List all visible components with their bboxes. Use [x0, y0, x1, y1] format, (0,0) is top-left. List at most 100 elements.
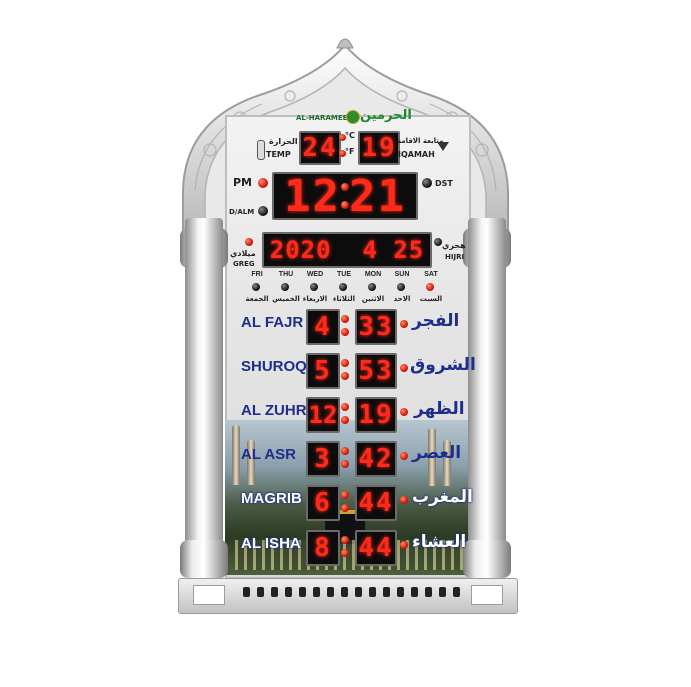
control-button[interactable]	[355, 587, 362, 597]
prayer-colon-dot	[341, 328, 349, 336]
prayer-name-arabic: الشروق	[410, 355, 476, 375]
control-button[interactable]	[439, 587, 446, 597]
control-button[interactable]	[453, 587, 460, 597]
prayer-alarm-indicator	[400, 452, 408, 460]
prayer-colon-dot	[341, 460, 349, 468]
base-slot-left	[193, 585, 225, 605]
control-button[interactable]	[299, 587, 306, 597]
prayer-colon-dot	[341, 504, 349, 512]
day-arabic-fri: الجمعة	[245, 295, 269, 303]
hourglass-icon	[437, 142, 449, 151]
prayer-colon-dot	[341, 359, 349, 367]
prayer-colon-dot	[341, 549, 349, 557]
prayer-minute: 44	[355, 485, 397, 521]
pillar-base-right	[463, 540, 511, 578]
fahrenheit-indicator	[339, 150, 346, 157]
minaret	[443, 440, 451, 486]
prayer-name: MAGRIB	[241, 490, 302, 507]
control-button[interactable]	[397, 587, 404, 597]
prayer-name-arabic: المغرب	[412, 487, 473, 507]
prayer-minute: 33	[355, 309, 397, 345]
pm-indicator	[258, 178, 268, 188]
colon-dot	[341, 201, 349, 209]
greg-indicator	[245, 238, 253, 246]
prayer-hour: 5	[306, 353, 340, 389]
prayer-minute: 44	[355, 530, 397, 566]
day-indicator-sat	[426, 283, 434, 291]
prayer-name-arabic: العشاء	[412, 532, 467, 552]
control-button[interactable]	[271, 587, 278, 597]
pillar-right	[468, 218, 506, 578]
iqamah-label-arabic: متابعة الاقامة	[397, 137, 444, 145]
celsius-indicator	[339, 134, 346, 141]
dst-label: DST	[435, 179, 453, 188]
day-indicator-sun	[397, 283, 405, 291]
day-arabic-mon: الاثنين	[361, 295, 385, 303]
prayer-alarm-indicator	[400, 364, 408, 372]
prayer-colon-dot	[341, 416, 349, 424]
prayer-hour: 8	[306, 530, 340, 566]
time-colon	[341, 183, 349, 209]
day-arabic-sun: الاحد	[393, 295, 411, 303]
day-indicator-tue	[339, 283, 347, 291]
prayer-alarm-indicator	[400, 320, 408, 328]
brand-arabic: الحرمين	[360, 108, 412, 123]
base-slot-right	[471, 585, 503, 605]
temperature-label: TEMP	[266, 150, 291, 159]
hijri-indicator	[434, 238, 442, 246]
control-button[interactable]	[369, 587, 376, 597]
day-indicator-wed	[310, 283, 318, 291]
prayer-name: AL FAJR	[241, 314, 304, 331]
control-button[interactable]	[341, 587, 348, 597]
day-arabic-wed: الاربعاء	[302, 295, 328, 303]
brand-logo-icon	[346, 110, 360, 124]
control-button[interactable]	[285, 587, 292, 597]
control-button[interactable]	[383, 587, 390, 597]
prayer-name: AL ASR	[241, 446, 297, 463]
thermometer-icon	[257, 140, 265, 160]
dalm-indicator	[258, 206, 268, 216]
iqamah-label: IQAMAH	[398, 150, 435, 159]
day-label-sun: SUN	[394, 271, 410, 278]
prayer-colon-dot	[341, 491, 349, 499]
greg-label-arabic: ميلادي	[230, 249, 256, 258]
prayer-hour: 12	[306, 397, 340, 433]
control-button[interactable]	[313, 587, 320, 597]
minaret	[428, 428, 436, 486]
prayer-colon-dot	[341, 403, 349, 411]
prayer-name: AL ISHA	[241, 535, 301, 552]
day-arabic-tue: الثلاثاء	[332, 295, 356, 303]
control-button[interactable]	[257, 587, 264, 597]
colon-dot	[341, 183, 349, 191]
prayer-minute: 19	[355, 397, 397, 433]
day-label-tue: TUE	[337, 271, 351, 278]
minaret	[247, 440, 255, 485]
control-button[interactable]	[243, 587, 250, 597]
prayer-minute: 42	[355, 441, 397, 477]
prayer-colon-dot	[341, 447, 349, 455]
control-base	[178, 578, 518, 614]
pillar-left	[185, 218, 223, 578]
prayer-hour: 4	[306, 309, 340, 345]
greg-label: GREG	[233, 260, 255, 268]
day-indicator-fri	[252, 283, 260, 291]
time-minutes: 21	[349, 170, 406, 222]
day-label-thu: THU	[278, 271, 294, 278]
day-label-sat: SAT	[424, 271, 438, 278]
control-button[interactable]	[411, 587, 418, 597]
day-label-mon: MON	[364, 271, 382, 278]
prayer-hour: 3	[306, 441, 340, 477]
prayer-minute: 53	[355, 353, 397, 389]
temperature-display: 24	[299, 131, 341, 165]
prayer-alarm-indicator	[400, 408, 408, 416]
prayer-name-arabic: الظهر	[414, 399, 465, 419]
mosque-lights	[235, 540, 465, 570]
day-indicator-mon	[368, 283, 376, 291]
dst-indicator	[422, 178, 432, 188]
temperature-label-arabic: الحرارة	[269, 137, 298, 146]
control-button[interactable]	[425, 587, 432, 597]
control-button[interactable]	[327, 587, 334, 597]
fahrenheit-label: °F	[345, 147, 355, 156]
prayer-name: SHUROQ	[241, 358, 307, 375]
hijri-label-arabic: هجري	[442, 241, 466, 250]
